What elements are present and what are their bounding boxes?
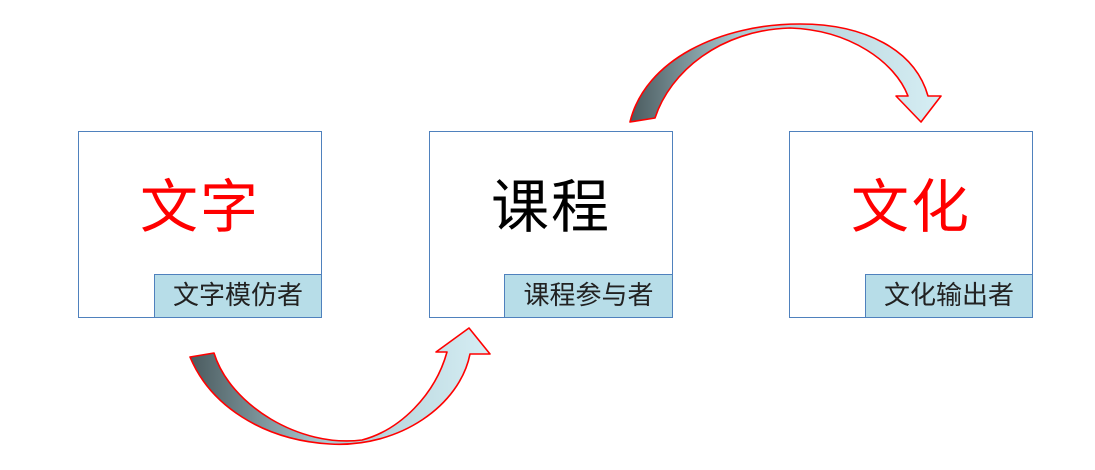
curved-arrow-text-to-course: [189, 327, 491, 445]
stage-title: 课程: [490, 173, 611, 241]
stage-title: 文字: [139, 173, 260, 241]
stage-title: 文化: [850, 173, 971, 241]
stage-box-course: 课程 课程参与者: [429, 131, 673, 318]
stage-box-text: 文字 文字模仿者: [78, 131, 322, 318]
curved-arrow-course-to-culture: [629, 23, 942, 123]
stage-role-label: 课程参与者: [504, 274, 672, 317]
stage-role-label: 文化输出者: [865, 274, 1032, 317]
stage-box-culture: 文化 文化输出者: [789, 131, 1033, 318]
stage-role-label: 文字模仿者: [154, 274, 321, 317]
